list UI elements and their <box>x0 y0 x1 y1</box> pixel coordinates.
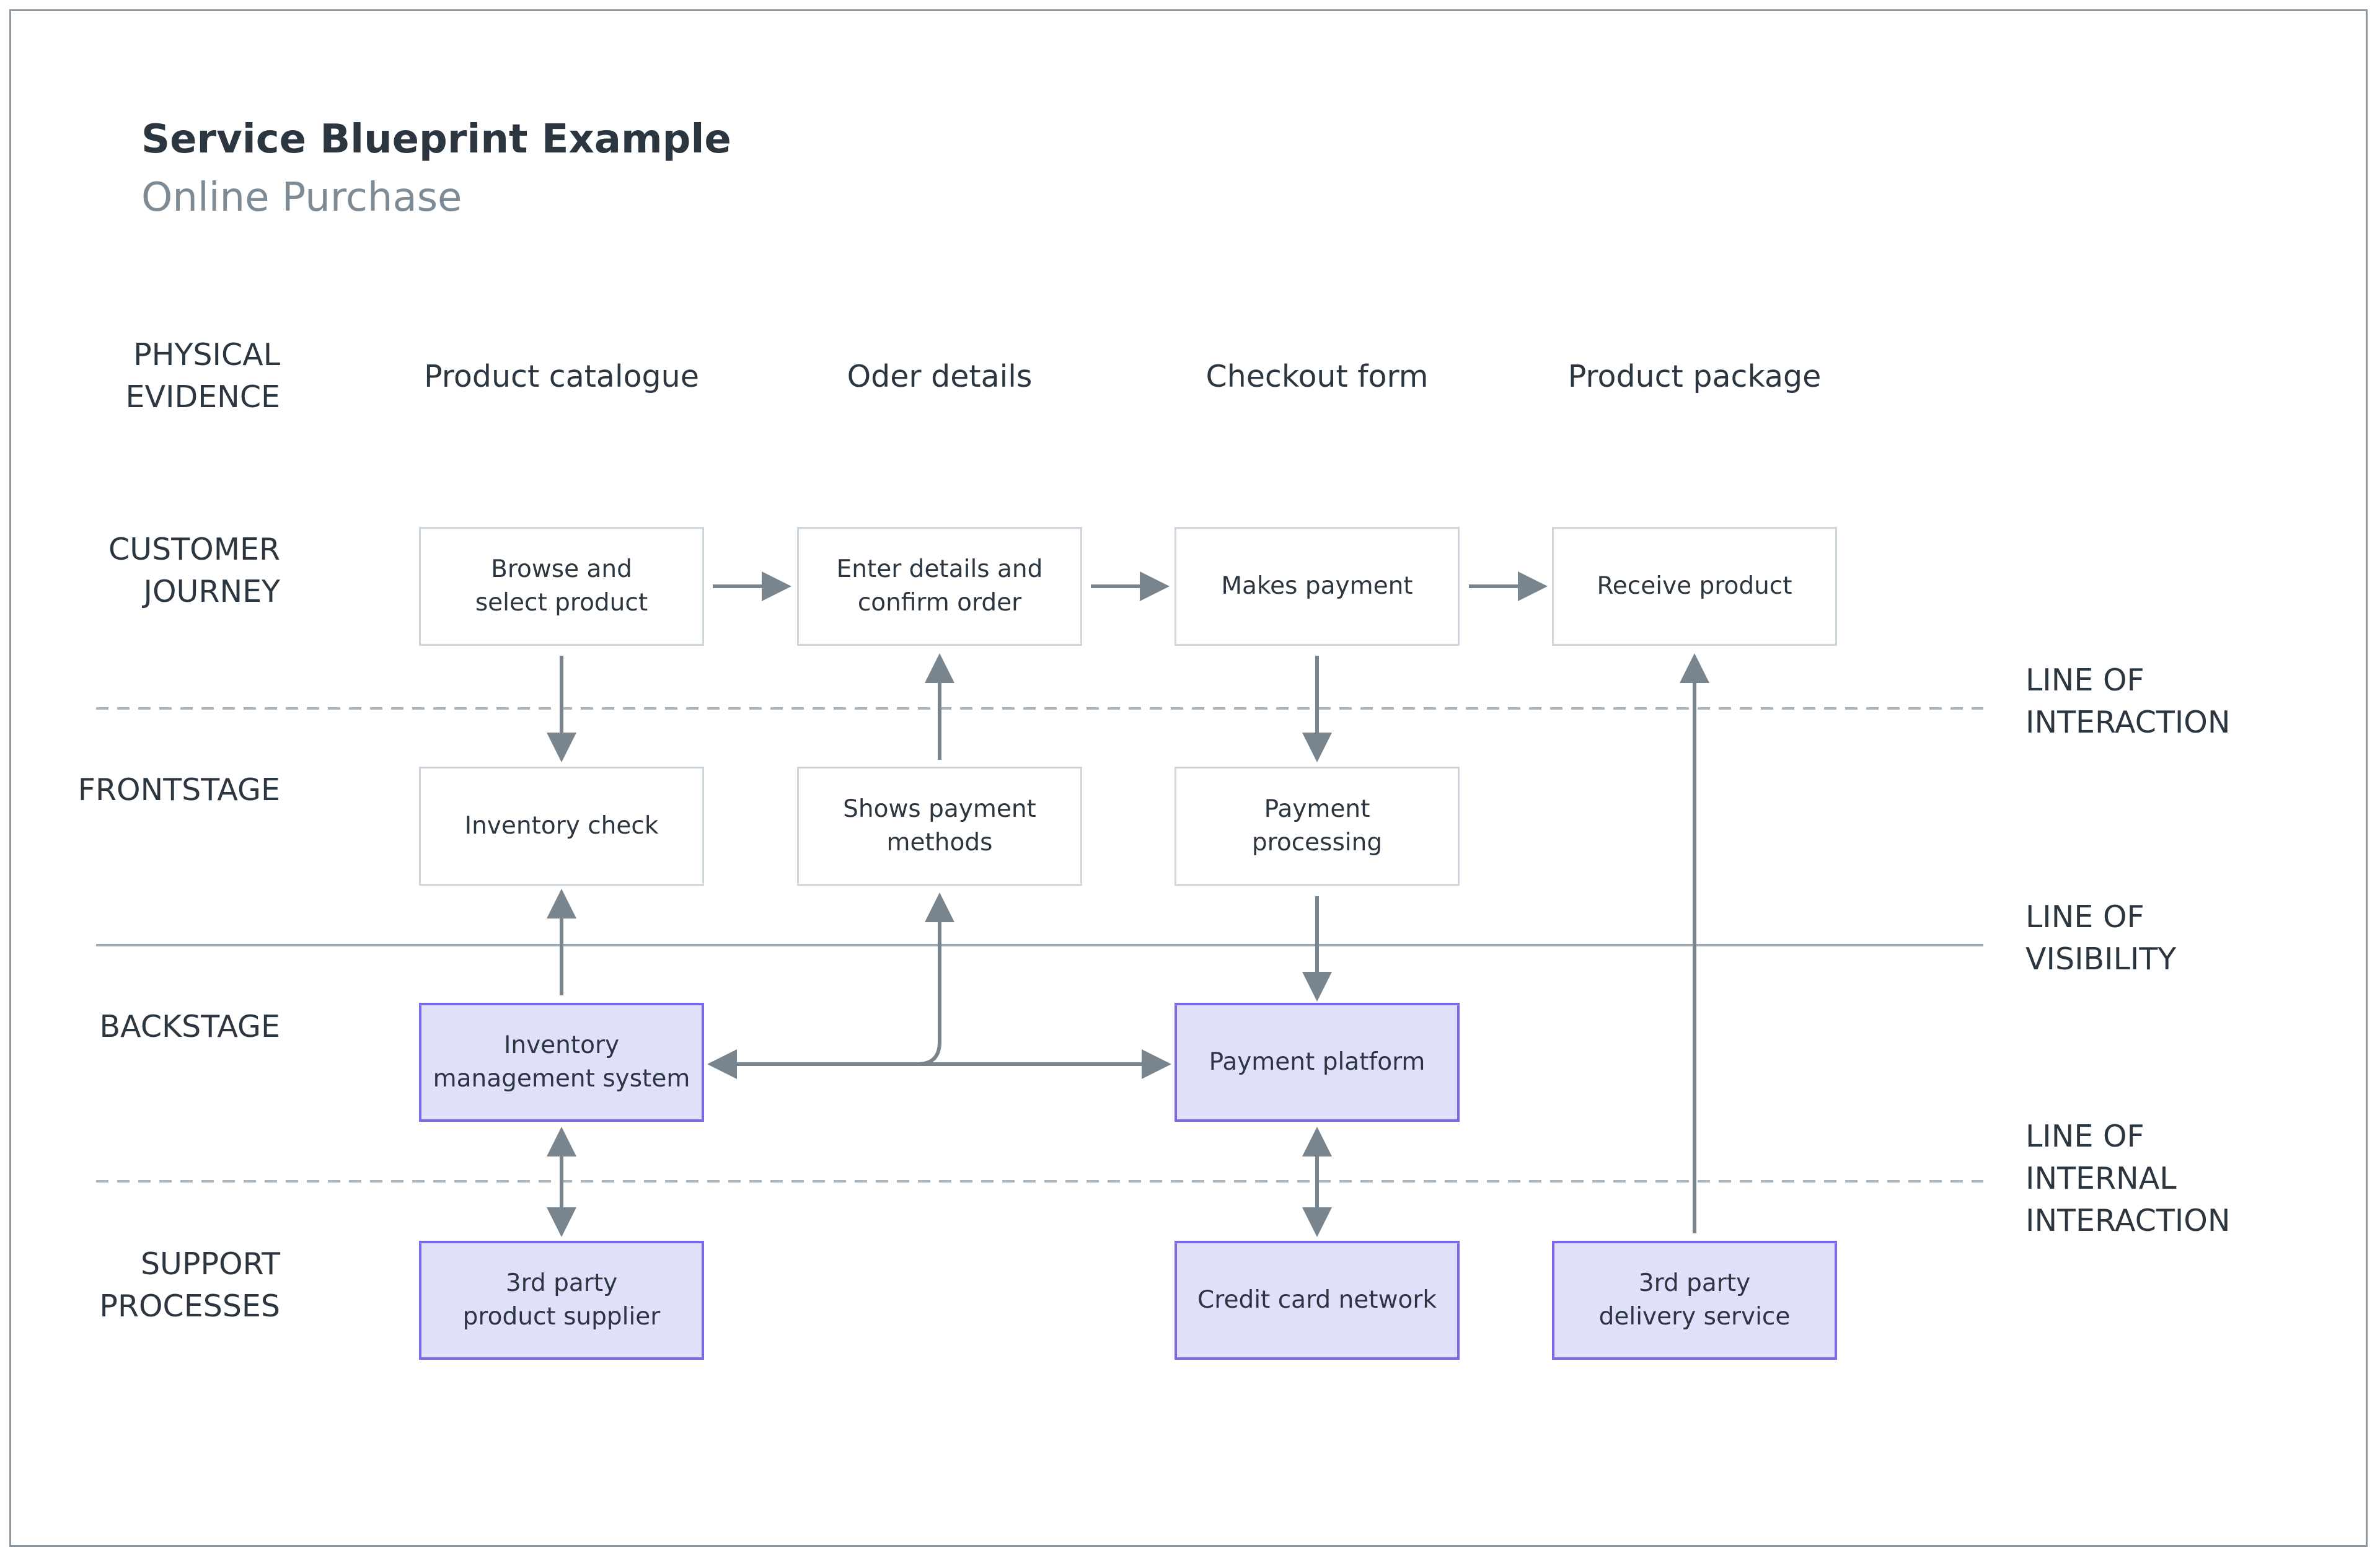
arrow-backstage-to-payment-methods <box>917 892 954 1066</box>
journey-enter-details: Enter details and confirm order <box>797 527 1082 646</box>
frontstage-payment-methods: Shows payment methods <box>797 767 1082 886</box>
line-label-interaction: LINE OF INTERACTION <box>2025 663 2231 740</box>
evidence-checkout-form: Checkout form <box>1205 359 1429 394</box>
evidence-product-package: Product package <box>1567 359 1822 394</box>
diagram-frame <box>9 9 2368 1547</box>
line-label-internal-interaction: LINE OF INTERNAL INTERACTION <box>2025 1119 2231 1238</box>
lane-label-customer-journey: CUSTOMER JOURNEY <box>108 532 280 609</box>
evidence-order-details: Oder details <box>847 359 1033 394</box>
lane-label-physical-evidence: PHYSICAL EVIDENCE <box>125 337 280 415</box>
backstage-payment-platform: Payment platform <box>1175 1003 1460 1122</box>
diagram-subtitle: Online Purchase <box>141 175 462 221</box>
support-delivery-service: 3rd party delivery service <box>1552 1241 1837 1360</box>
lane-label-backstage: BACKSTAGE <box>99 1009 280 1044</box>
lane-label-support-processes: SUPPORT PROCESSES <box>99 1246 280 1324</box>
backstage-inventory-system: Inventory management system <box>419 1003 704 1122</box>
journey-receive-product: Receive product <box>1552 527 1837 646</box>
support-credit-card-network: Credit card network <box>1175 1241 1460 1360</box>
frontstage-inventory-check: Inventory check <box>419 767 704 886</box>
support-product-supplier: 3rd party product supplier <box>419 1241 704 1360</box>
journey-browse-select: Browse and select product <box>419 527 704 646</box>
diagram-title: Service Blueprint Example <box>141 117 731 162</box>
line-label-visibility: LINE OF VISIBILITY <box>2025 899 2177 977</box>
evidence-product-catalogue: Product catalogue <box>424 359 699 394</box>
lane-label-frontstage: FRONTSTAGE <box>77 772 280 808</box>
journey-makes-payment: Makes payment <box>1175 527 1460 646</box>
frontstage-payment-processing: Payment processing <box>1175 767 1460 886</box>
